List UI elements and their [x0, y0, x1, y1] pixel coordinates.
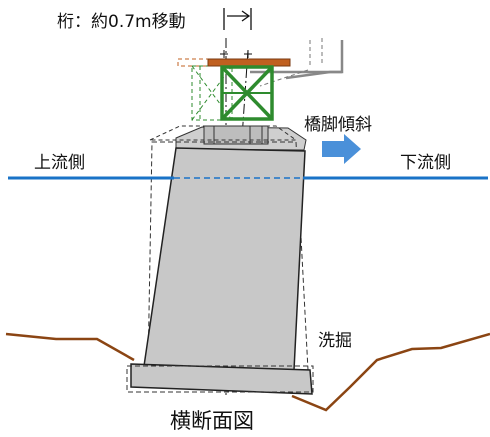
scour-label: 洗掘: [318, 331, 352, 351]
truss: [220, 65, 274, 121]
pier-cap: [175, 125, 307, 151]
pier-cap-dashed: [149, 125, 298, 141]
girder-shift-label: 桁：約0.7m移動: [57, 12, 186, 32]
original-footing-outline: [126, 365, 314, 393]
girder-marks: [220, 50, 252, 58]
girder: [207, 58, 291, 67]
upstream-label: 上流側: [34, 153, 85, 173]
side-frame-dashed: [259, 38, 323, 87]
footing: [130, 363, 313, 395]
pier-tilt-label: 橋脚傾斜: [304, 115, 372, 135]
shift-arrow: [223, 8, 252, 30]
riverbed-left: [5, 332, 135, 362]
tilt-arrow: [322, 134, 361, 164]
caption: 横断面図: [170, 409, 254, 433]
riverbed-right: [291, 332, 490, 412]
downstream-label: 下流側: [400, 153, 451, 173]
pier-body: [143, 147, 306, 371]
